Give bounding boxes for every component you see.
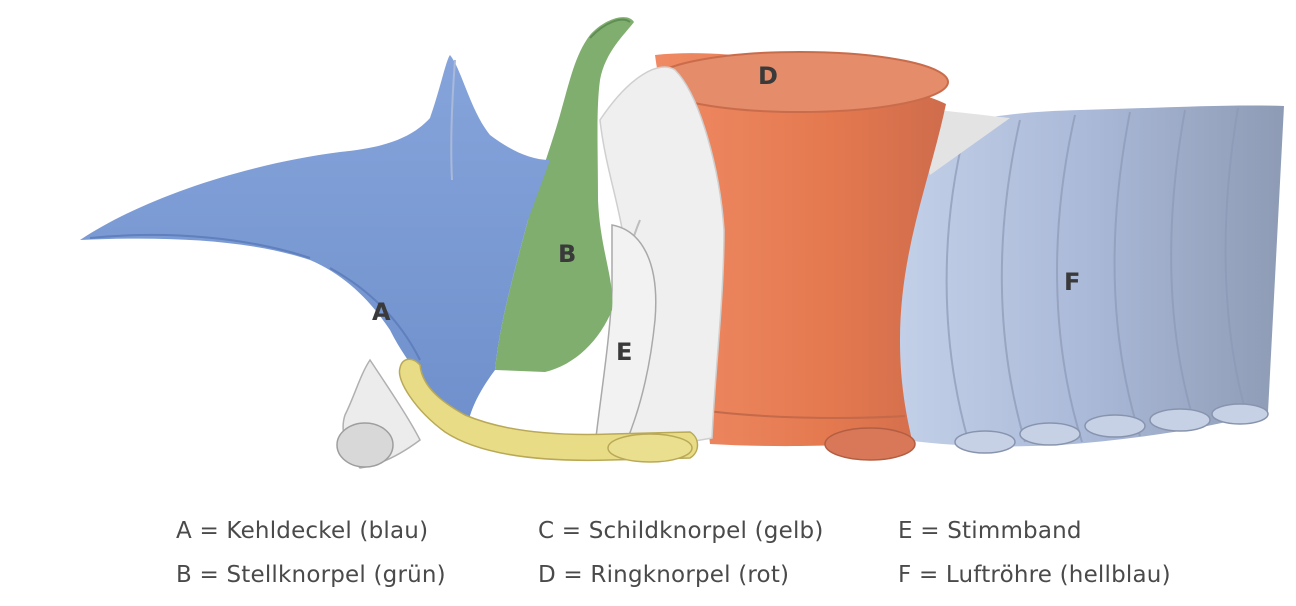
label-a: A [372,298,391,326]
legend-entry-b: B = Stellknorpel (grün) [176,562,446,588]
legend-entry-a: A = Kehldeckel (blau) [176,518,428,544]
label-f: F [1064,268,1080,296]
legend-entry-f: F = Luftröhre (hellblau) [898,562,1171,588]
label-e: E [616,338,632,366]
legend-entry-e: E = Stimmband [898,518,1082,544]
label-d: D [758,62,778,90]
legend-entry-d: D = Ringknorpel (rot) [538,562,789,588]
legend-entry-c: C = Schildknorpel (gelb) [538,518,824,544]
label-b: B [558,240,576,268]
epiglottis [80,55,550,425]
